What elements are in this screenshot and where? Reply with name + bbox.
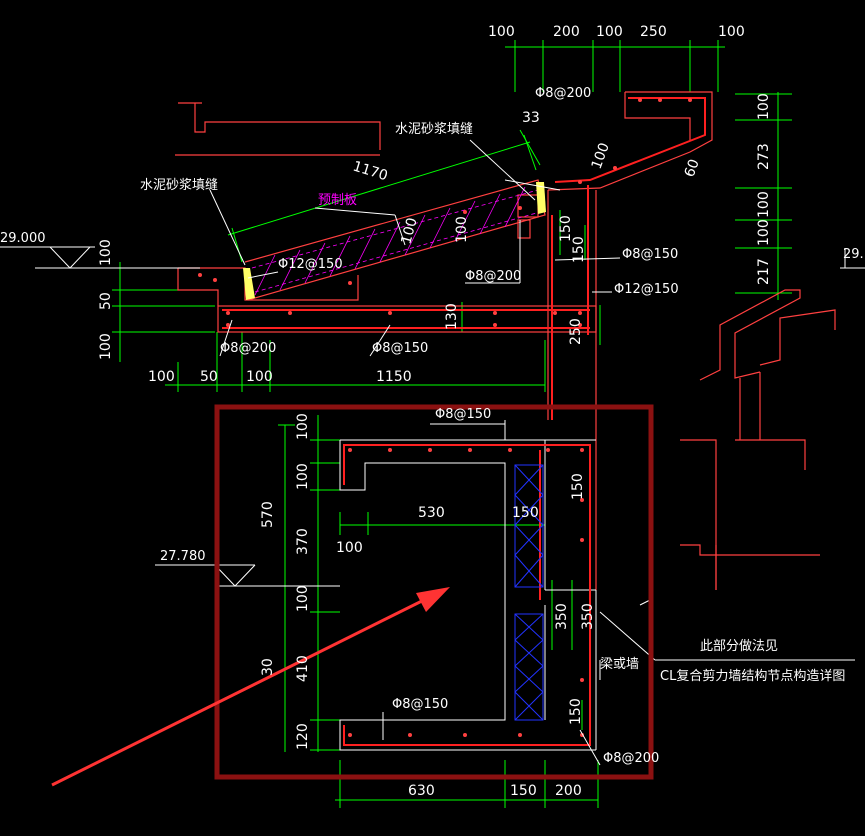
- dim-box-outer-570: 570: [260, 501, 276, 528]
- dim-100-inner: 100: [336, 540, 363, 556]
- dim-bottom-4: 1150: [376, 369, 412, 385]
- note-line-1: 此部分做法见: [700, 639, 778, 654]
- dim-box-4: 100: [295, 585, 311, 612]
- dim-150-br: 150: [568, 698, 584, 725]
- dim-100-side: 100: [454, 216, 470, 243]
- dim-left-1: 100: [98, 239, 114, 266]
- rebar-label-mid: Φ8@200: [465, 269, 521, 284]
- rebar-label-right2: Φ12@150: [614, 282, 679, 297]
- note-line-2: CL复合剪力墙结构节点构造详图: [660, 668, 845, 684]
- dim-530: 530: [418, 505, 445, 521]
- rebar-label-top: Φ8@200: [535, 86, 591, 101]
- dim-bottom-2: 50: [200, 369, 218, 385]
- insulation-lower: [514, 613, 544, 721]
- dim-left-2: 50: [98, 292, 114, 310]
- dim-150-inner: 150: [512, 505, 539, 521]
- dim-box-bottom-150: 150: [510, 783, 537, 799]
- dim-150-right: 150: [570, 473, 586, 500]
- elevation-marker-right: [840, 248, 865, 269]
- rebar-dots: [198, 98, 692, 327]
- dim-1170: 1170: [351, 159, 390, 185]
- dim-top-1: 100: [488, 24, 515, 40]
- dim-250: 250: [568, 318, 584, 345]
- insulation-upper: [514, 464, 544, 588]
- leader-lines: [209, 139, 855, 766]
- rebar-label-box-top: Φ8@150: [435, 407, 491, 422]
- annotation-arrow: [51, 587, 450, 787]
- dim-box-outer-30: 30: [260, 658, 276, 676]
- rebar-label-bot-mid: Φ8@150: [372, 341, 428, 356]
- dim-top-3: 100: [596, 24, 623, 40]
- grout-filler-right: [536, 182, 546, 214]
- dim-box-1: 100: [295, 413, 311, 440]
- dim-box-3: 370: [295, 528, 311, 555]
- wall-rebar: [343, 444, 591, 746]
- dim-150-a: 150: [558, 215, 574, 242]
- dim-top-2: 200: [553, 24, 580, 40]
- dim-150-b: 150: [571, 236, 587, 263]
- dim-60: 60: [682, 157, 703, 179]
- dim-right-2: 273: [756, 143, 772, 170]
- slab-outline: [175, 91, 713, 590]
- side-section-sketch: [680, 289, 836, 590]
- dim-top-4: 250: [640, 24, 667, 40]
- rebar-label-box-br: Φ8@200: [603, 751, 659, 766]
- dim-bottom-3: 100: [246, 369, 273, 385]
- dim-right-3: 100: [756, 191, 772, 218]
- elevation-marker-mid: [155, 564, 340, 587]
- elevation-27780: 27.780: [160, 549, 206, 564]
- dim-100-rib: 100: [398, 216, 420, 246]
- dim-bottom-1: 100: [148, 369, 175, 385]
- dim-100-slope: 100: [589, 141, 613, 172]
- highlight-frame: [214, 404, 654, 780]
- dim-right-4: 100: [756, 219, 772, 246]
- dim-box-2: 100: [295, 463, 311, 490]
- dim-top-5: 100: [718, 24, 745, 40]
- grout-label-left: 水泥砂浆填缝: [140, 178, 218, 193]
- beam-wall-label: 梁或墙: [600, 657, 639, 672]
- dim-33: 33: [522, 110, 540, 126]
- dim-box-bottom-630: 630: [408, 783, 435, 799]
- dim-right-5: 217: [756, 258, 772, 285]
- precast-board-label: 预制板: [318, 193, 357, 208]
- precast-board-hatch: [251, 186, 541, 296]
- dim-right-1: 100: [756, 93, 772, 120]
- dim-350-b: 350: [580, 603, 596, 630]
- rebar-label-left-top: Φ12@150: [278, 257, 343, 272]
- dim-left-3: 100: [98, 333, 114, 360]
- wall-rebar-dots: [348, 448, 584, 737]
- dim-box-bottom-200: 200: [555, 783, 582, 799]
- elevation-29000: 29.000: [0, 231, 46, 246]
- elevation-marker-left: [0, 246, 200, 269]
- dim-350-a: 350: [554, 603, 570, 630]
- dim-box-5: 410: [295, 655, 311, 682]
- elevation-29-right: 29.: [843, 247, 864, 262]
- rebar-label-bot-left: Φ8@200: [220, 341, 276, 356]
- rebar-lines: [222, 97, 706, 420]
- grout-label-top: 水泥砂浆填缝: [395, 122, 473, 137]
- rebar-label-right1: Φ8@150: [622, 247, 678, 262]
- wall-section-outline: [339, 420, 597, 751]
- dim-box-6: 120: [295, 723, 311, 750]
- dim-130: 130: [444, 303, 460, 330]
- grout-filler-left: [243, 268, 255, 300]
- rebar-label-box-bot: Φ8@150: [392, 697, 448, 712]
